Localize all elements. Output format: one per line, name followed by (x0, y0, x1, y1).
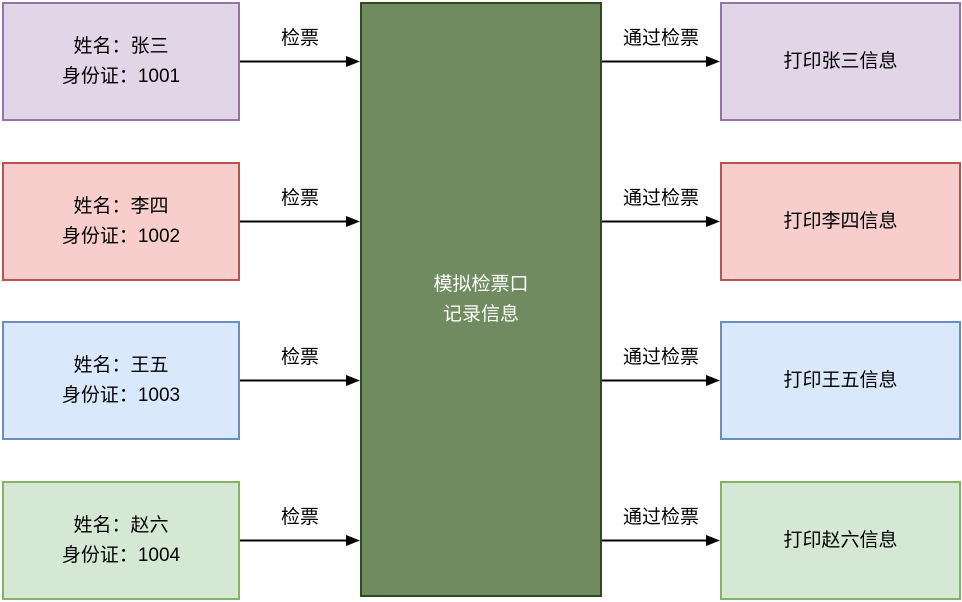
output-box-row3: 打印王五信息 (720, 321, 961, 440)
passenger-box-row4: 姓名：赵六 身份证：1004 (2, 481, 240, 600)
gate-box-line2: 记录信息 (442, 303, 519, 325)
passenger-box-row2: 姓名：李四 身份证：1002 (2, 162, 240, 281)
check-arrow-row1 (240, 56, 360, 67)
passenger-name: 姓名：王五 (73, 354, 169, 376)
arrowhead-icon (346, 535, 360, 546)
passenger-id: 身份证：1004 (61, 544, 181, 566)
passenger-id: 身份证：1003 (61, 384, 181, 406)
pass-arrow-label-row1: 通过检票 (622, 28, 699, 49)
arrowhead-icon (346, 216, 360, 227)
pass-arrow-row1 (602, 56, 720, 67)
arrowhead-icon (346, 56, 360, 67)
check-arrow-label-row4: 检票 (280, 507, 319, 528)
check-arrow-label-row2: 检票 (280, 188, 319, 209)
pass-arrow-label-row2: 通过检票 (622, 188, 699, 209)
gate-box-line1: 模拟检票口 (433, 273, 529, 295)
output-label: 打印赵六信息 (783, 529, 898, 551)
check-arrow-label-row1: 检票 (280, 28, 319, 49)
passenger-id: 身份证：1002 (61, 225, 181, 247)
pass-arrow-row4 (602, 535, 720, 546)
arrowhead-icon (706, 216, 720, 227)
check-arrow-row3 (240, 375, 360, 386)
passenger-box-row1: 姓名：张三 身份证：1001 (2, 2, 240, 121)
passenger-name: 姓名：张三 (73, 35, 169, 57)
gate-box: 模拟检票口 记录信息 (360, 2, 602, 597)
passenger-box-row3: 姓名：王五 身份证：1003 (2, 321, 240, 440)
output-label: 打印王五信息 (783, 369, 898, 391)
output-box-row1: 打印张三信息 (720, 2, 961, 121)
arrowhead-icon (346, 375, 360, 386)
arrowhead-icon (706, 375, 720, 386)
output-label: 打印张三信息 (783, 50, 898, 72)
passenger-name: 姓名：李四 (73, 195, 169, 217)
pass-arrow-row2 (602, 216, 720, 227)
pass-arrow-label-row3: 通过检票 (622, 347, 699, 368)
check-arrow-row2 (240, 216, 360, 227)
pass-arrow-row3 (602, 375, 720, 386)
arrowhead-icon (706, 535, 720, 546)
output-box-row4: 打印赵六信息 (720, 481, 961, 600)
arrowhead-icon (706, 56, 720, 67)
passenger-name: 姓名：赵六 (73, 514, 169, 536)
output-box-row2: 打印李四信息 (720, 162, 961, 281)
pass-arrow-label-row4: 通过检票 (622, 507, 699, 528)
check-arrow-label-row3: 检票 (280, 347, 319, 368)
output-label: 打印李四信息 (783, 210, 898, 232)
check-arrow-row4 (240, 535, 360, 546)
passenger-id: 身份证：1001 (61, 65, 181, 87)
